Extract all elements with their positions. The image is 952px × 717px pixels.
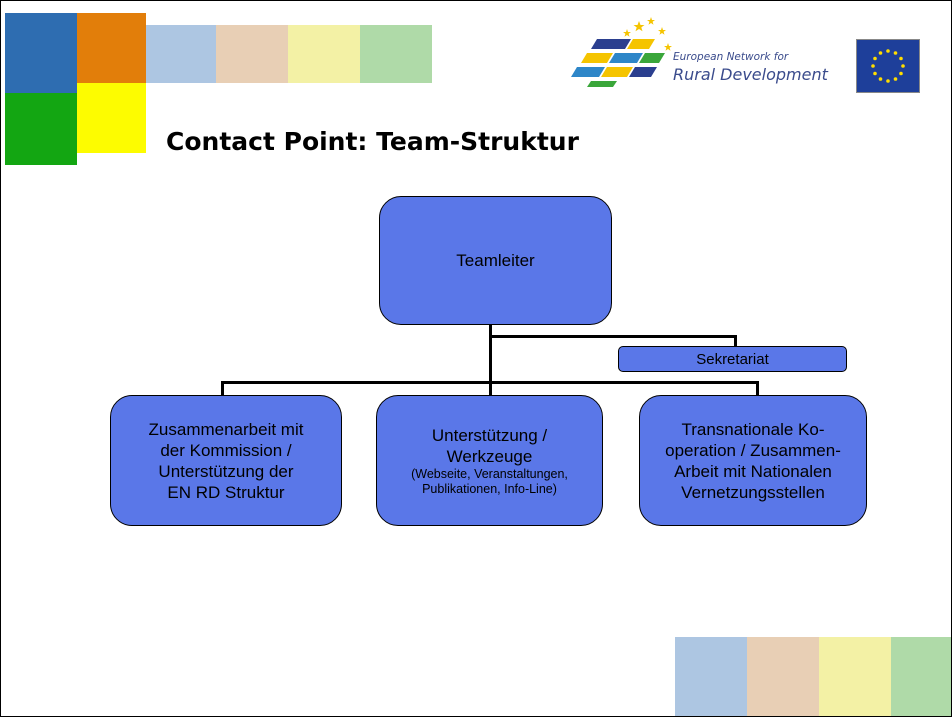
org-node-unterstuetzung-werkzeuge: Unterstützung / Werkzeuge (Webseite, Ver… — [376, 395, 603, 526]
org-node-label: Sekretariat — [696, 350, 769, 368]
enrd-logo-mark — [571, 17, 672, 87]
org-node-line: Unterstützung der — [158, 461, 294, 481]
org-node-line: Arbeit mit Nationalen — [674, 461, 832, 481]
connector-sekretariat-v — [734, 335, 737, 347]
connector-child-2 — [489, 381, 492, 395]
slide-title: Contact Point: Team-Struktur — [166, 127, 579, 156]
color-square-orange — [77, 13, 146, 83]
eu-star — [893, 77, 898, 81]
org-node-line: Zusammenarbeit mit — [148, 419, 304, 439]
color-square-yellow — [77, 83, 146, 153]
org-node-teamleiter: Teamleiter — [379, 196, 612, 325]
org-node-line: EN RD Struktur — [167, 482, 285, 502]
enrd-logo: European Network for Rural Development — [569, 17, 829, 101]
eu-star — [886, 49, 890, 53]
eu-star — [893, 51, 898, 55]
connector-root-down — [489, 323, 492, 383]
eu-star — [878, 51, 883, 55]
org-node-line: Unterstützung / — [431, 425, 548, 445]
connector-child-1 — [221, 381, 224, 395]
color-square-pale-green — [360, 25, 432, 83]
connector-sekretariat-h — [489, 335, 737, 338]
org-node-line: Werkzeuge — [446, 446, 533, 466]
eu-star — [871, 64, 875, 68]
color-square-green — [5, 93, 77, 165]
org-node-line: operation / Zusammen- — [665, 440, 841, 460]
eu-star — [899, 56, 903, 61]
org-node-line: Vernetzungsstellen — [681, 482, 825, 502]
color-square-pale-tan-bottom — [747, 637, 819, 716]
org-node-detail: (Webseite, Veranstaltungen, — [411, 466, 568, 481]
eu-star — [899, 71, 903, 76]
color-square-pale-yellow-bottom — [819, 637, 891, 716]
color-square-pale-green-bottom — [891, 637, 951, 716]
org-node-label: Teamleiter — [456, 251, 535, 270]
org-node-line: Transnationale Ko- — [681, 419, 825, 439]
logo-text-line2: Rural Development — [673, 65, 828, 84]
color-square-pale-tan — [216, 25, 288, 83]
color-square-pale-blue — [146, 25, 216, 83]
org-node-line: der Kommission / — [160, 440, 292, 460]
org-node-transnationale-kooperation: Transnationale Ko- operation / Zusammen-… — [639, 395, 867, 526]
org-node-zusammenarbeit-kommission: Zusammenarbeit mit der Kommission / Unte… — [110, 395, 342, 526]
color-square-pale-blue-bottom — [675, 637, 747, 716]
logo-text-line1: European Network for — [673, 51, 789, 63]
eu-star — [878, 77, 883, 81]
color-square-pale-yellow — [288, 25, 360, 83]
eu-star — [873, 71, 877, 76]
org-node-detail: Publikationen, Info-Line) — [422, 481, 557, 496]
connector-child-3 — [756, 381, 759, 395]
color-square-blue — [5, 13, 77, 93]
eu-flag-icon — [856, 39, 920, 93]
eu-star — [886, 79, 890, 83]
eu-star — [901, 64, 905, 68]
eu-star — [873, 56, 877, 61]
org-node-sekretariat: Sekretariat — [618, 346, 847, 372]
